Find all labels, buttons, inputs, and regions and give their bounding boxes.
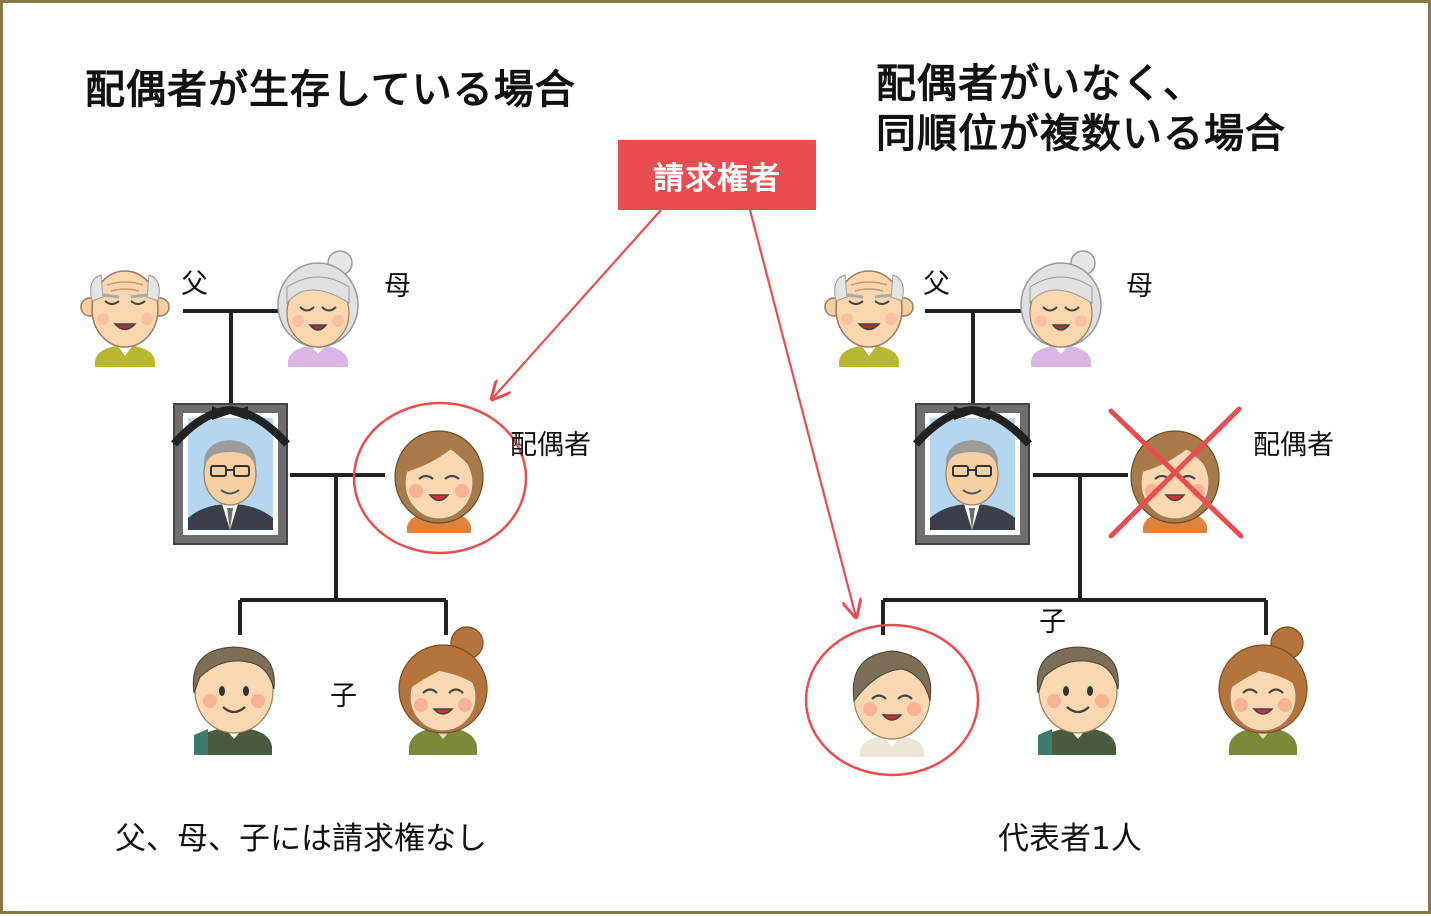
right-spouse-label: 配偶者	[1253, 430, 1334, 461]
claimant-badge-label: 請求権者	[653, 160, 781, 197]
right-children-label: 子	[1039, 607, 1066, 638]
right-deceased-portrait	[916, 404, 1029, 544]
right-son-figure	[1036, 645, 1120, 757]
right-tree-lines	[881, 309, 1268, 635]
left-daughter-figure	[397, 625, 489, 757]
right-spouse-cross-mark	[1108, 406, 1244, 539]
right-father-figure	[823, 269, 915, 369]
left-children-label: 子	[330, 681, 357, 712]
left-family-tree	[79, 250, 528, 757]
right-daughter-figure	[1217, 625, 1309, 757]
left-scenario-title: 配偶者が生存している場合	[85, 67, 576, 113]
claimant-arrows	[492, 209, 856, 617]
arrow-to-right-child	[748, 209, 856, 617]
right-scenario-title-line2: 同順位が複数いる場合	[876, 111, 1286, 157]
left-spouse-highlight-circle	[352, 401, 528, 555]
left-father-figure	[79, 269, 171, 369]
claimant-badge: 請求権者	[618, 140, 816, 210]
right-father-label: 父	[923, 269, 950, 300]
arrow-to-left-spouse	[492, 209, 662, 399]
left-deceased-portrait	[174, 404, 287, 544]
left-caption: 父、母、子には請求権なし	[115, 821, 487, 857]
right-caption: 代表者1人	[998, 821, 1142, 857]
left-son-figure	[192, 645, 276, 757]
right-scenario-title-line1: 配偶者がいなく、	[876, 61, 1204, 107]
right-family-tree	[804, 250, 1309, 777]
left-spouse-figure	[393, 429, 485, 535]
left-mother-label: 母	[384, 271, 411, 302]
right-mother-label: 母	[1126, 271, 1153, 302]
family-tree-graphic	[79, 209, 1309, 777]
left-mother-figure	[277, 250, 359, 368]
right-child-highlight-circle	[804, 623, 980, 777]
right-representative-child-figure	[852, 649, 932, 759]
left-spouse-label: 配偶者	[510, 430, 591, 461]
left-father-label: 父	[181, 269, 208, 300]
left-tree-lines	[183, 309, 448, 635]
right-mother-figure	[1020, 250, 1102, 368]
